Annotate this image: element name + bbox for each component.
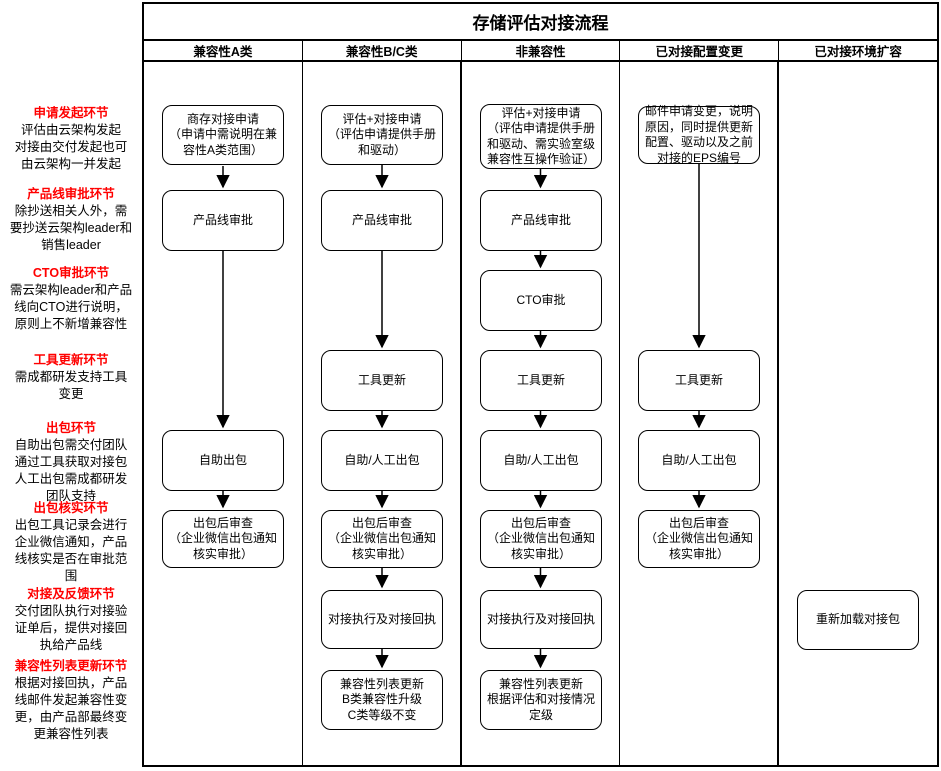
- flow-node: 对接执行及对接回执: [321, 590, 443, 649]
- sidebar-section-apply: 申请发起环节 评估由云架构发起 对接由交付发起也可 由云架构一并发起: [0, 105, 142, 173]
- section-body: 评估由云架构发起 对接由交付发起也可 由云架构一并发起: [14, 123, 128, 171]
- column-header-row: 兼容性A类 兼容性B/C类 非兼容性 已对接配置变更 已对接环境扩容: [144, 41, 937, 62]
- flow-node: 兼容性列表更新 根据评估和对接情况 定级: [480, 670, 602, 730]
- section-heading: 产品线审批环节: [27, 187, 115, 201]
- process-table: 存储评估对接流程 兼容性A类 兼容性B/C类 非兼容性 已对接配置变更 已对接环…: [142, 2, 939, 767]
- section-heading: 申请发起环节: [33, 106, 109, 120]
- column-header-compat-a: 兼容性A类: [144, 41, 303, 60]
- flow-node: 出包后审查 （企业微信出包通知 核实审批）: [480, 510, 602, 568]
- flow-node: 重新加载对接包: [797, 590, 919, 650]
- column-divider: [460, 62, 462, 765]
- flow-node: 兼容性列表更新 B类兼容性升级 C类等级不变: [321, 670, 443, 730]
- flow-node: 产品线审批: [162, 190, 284, 251]
- section-body: 出包工具记录会进行 企业微信通知，产品 线核实是否在审批范 围: [14, 518, 128, 583]
- section-heading: 出包核实环节: [33, 501, 109, 515]
- table-body: [144, 62, 937, 765]
- sidebar-section-package-verify: 出包核实环节 出包工具记录会进行 企业微信通知，产品 线核实是否在审批范 围: [0, 500, 142, 585]
- flow-node: 自助/人工出包: [321, 430, 443, 491]
- flow-node: 评估+对接申请 （评估申请提供手册 和驱动）: [321, 105, 443, 165]
- flow-node: 邮件申请变更，说明 原因，同时提供更新 配置、驱动以及之前 对接的EPS编号: [638, 104, 760, 165]
- section-body: 自助出包需交付团队 通过工具获取对接包 人工出包需成都研发 团队支持: [14, 438, 128, 503]
- flow-node: 评估+对接申请 （评估申请提供手册 和驱动、需实验室级 兼容性互操作验证）: [480, 104, 602, 169]
- column-divider: [301, 62, 303, 765]
- column-header-non-compat: 非兼容性: [462, 41, 621, 60]
- sidebar-section-compat-list-update: 兼容性列表更新环节 根据对接回执，产品 线邮件发起兼容性变 更，由产品部最终变 …: [0, 658, 142, 743]
- flow-node: 工具更新: [638, 350, 760, 411]
- sidebar-section-packaging: 出包环节 自助出包需交付团队 通过工具获取对接包 人工出包需成都研发 团队支持: [0, 420, 142, 505]
- flow-node: 商存对接申请 （申请中需说明在兼 容性A类范围）: [162, 105, 284, 165]
- section-heading: 工具更新环节: [33, 353, 109, 367]
- section-body: 除抄送相关人外，需 要抄送云架构leader和 销售leader: [9, 204, 133, 252]
- flow-node: 产品线审批: [480, 190, 602, 251]
- sidebar-section-product-approval: 产品线审批环节 除抄送相关人外，需 要抄送云架构leader和 销售leader: [0, 186, 142, 254]
- section-heading: 出包环节: [45, 421, 96, 435]
- flow-node: 出包后审查 （企业微信出包通知 核实审批）: [638, 510, 760, 568]
- section-heading: 对接及反馈环节: [27, 587, 115, 601]
- column-divider: [618, 62, 620, 765]
- flow-node: 出包后审查 （企业微信出包通知 核实审批）: [321, 510, 443, 568]
- section-body: 需成都研发支持工具 变更: [14, 370, 128, 401]
- sidebar-section-cto-approval: CTO审批环节 需云架构leader和产品 线向CTO进行说明， 原则上不新增兼…: [0, 265, 142, 333]
- flow-node: 工具更新: [321, 350, 443, 411]
- flow-node: 自助出包: [162, 430, 284, 491]
- column-divider: [777, 62, 779, 765]
- flow-node: 出包后审查 （企业微信出包通知 核实审批）: [162, 510, 284, 568]
- column-header-config-change: 已对接配置变更: [620, 41, 780, 60]
- diagram-title: 存储评估对接流程: [144, 4, 937, 41]
- flow-node: 工具更新: [480, 350, 602, 411]
- section-heading: 兼容性列表更新环节: [14, 659, 128, 673]
- column-header-compat-bc: 兼容性B/C类: [303, 41, 462, 60]
- flow-node: 自助/人工出包: [480, 430, 602, 491]
- section-body: 需云架构leader和产品 线向CTO进行说明， 原则上不新增兼容性: [9, 283, 133, 331]
- sidebar-section-tool-update: 工具更新环节 需成都研发支持工具 变更: [0, 352, 142, 403]
- flow-node: 对接执行及对接回执: [480, 590, 602, 649]
- column-header-env-expand: 已对接环境扩容: [814, 45, 902, 59]
- section-body: 交付团队执行对接验 证单后，提供对接回 执给产品线: [14, 604, 128, 652]
- flow-node: 自助/人工出包: [638, 430, 760, 491]
- flow-node: 产品线审批: [321, 190, 443, 251]
- sidebar-section-integration-feedback: 对接及反馈环节 交付团队执行对接验 证单后，提供对接回 执给产品线: [0, 586, 142, 654]
- section-heading: CTO审批环节: [32, 266, 110, 280]
- section-body: 根据对接回执，产品 线邮件发起兼容性变 更，由产品部最终变 更兼容性列表: [14, 676, 128, 741]
- flow-node: CTO审批: [480, 270, 602, 331]
